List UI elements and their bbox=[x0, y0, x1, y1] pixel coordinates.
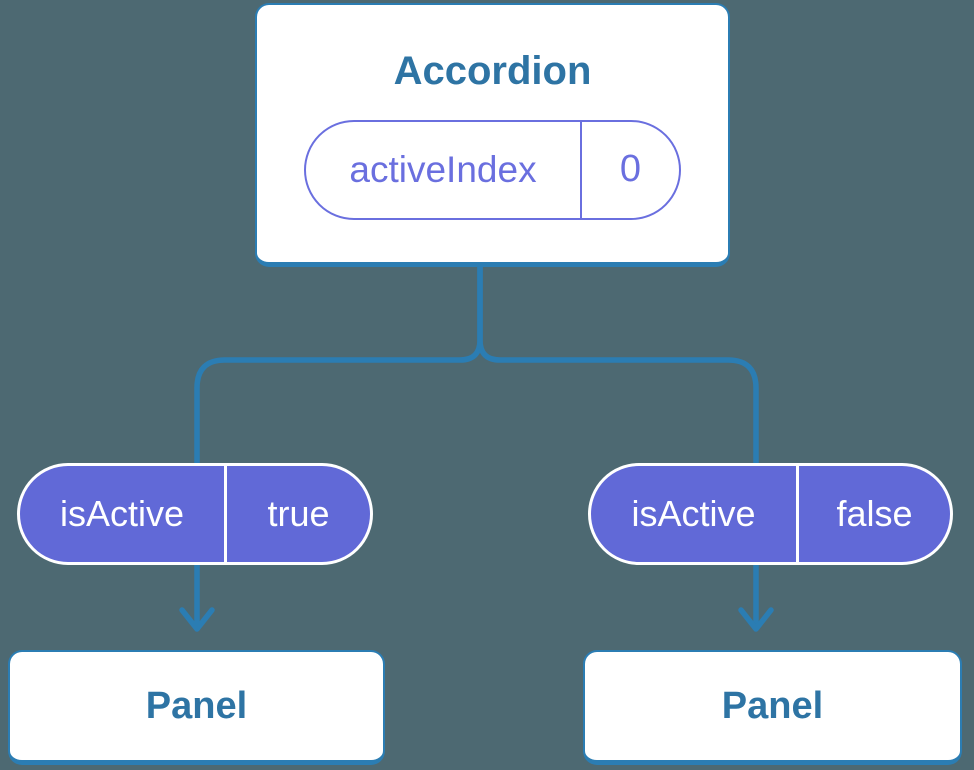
panel-component-card-right: Panel bbox=[583, 650, 962, 765]
accordion-component-card: Accordion activeIndex 0 bbox=[255, 3, 730, 267]
connector-left-branch bbox=[194, 263, 483, 629]
arrowhead-right-icon bbox=[738, 607, 774, 632]
prop-pill-isactive-false: isActive false bbox=[588, 463, 953, 565]
state-pill-activeindex: activeIndex 0 bbox=[304, 119, 681, 220]
panel-title: Panel bbox=[721, 684, 824, 727]
state-value-label: 0 bbox=[619, 148, 642, 190]
prop-value-label: true bbox=[267, 493, 330, 534]
panel-component-card-left: Panel bbox=[8, 650, 385, 765]
state-name-label: activeIndex bbox=[306, 121, 582, 218]
prop-pill-isactive-true: isActive true bbox=[17, 463, 373, 565]
arrowhead-left-icon bbox=[179, 607, 215, 632]
connector-right-branch bbox=[477, 263, 759, 629]
component-title: Accordion bbox=[393, 48, 592, 93]
prop-name-label: isActive bbox=[20, 466, 227, 562]
prop-value-label: false bbox=[836, 493, 913, 534]
panel-title: Panel bbox=[145, 684, 248, 727]
prop-name-label: isActive bbox=[591, 466, 799, 562]
